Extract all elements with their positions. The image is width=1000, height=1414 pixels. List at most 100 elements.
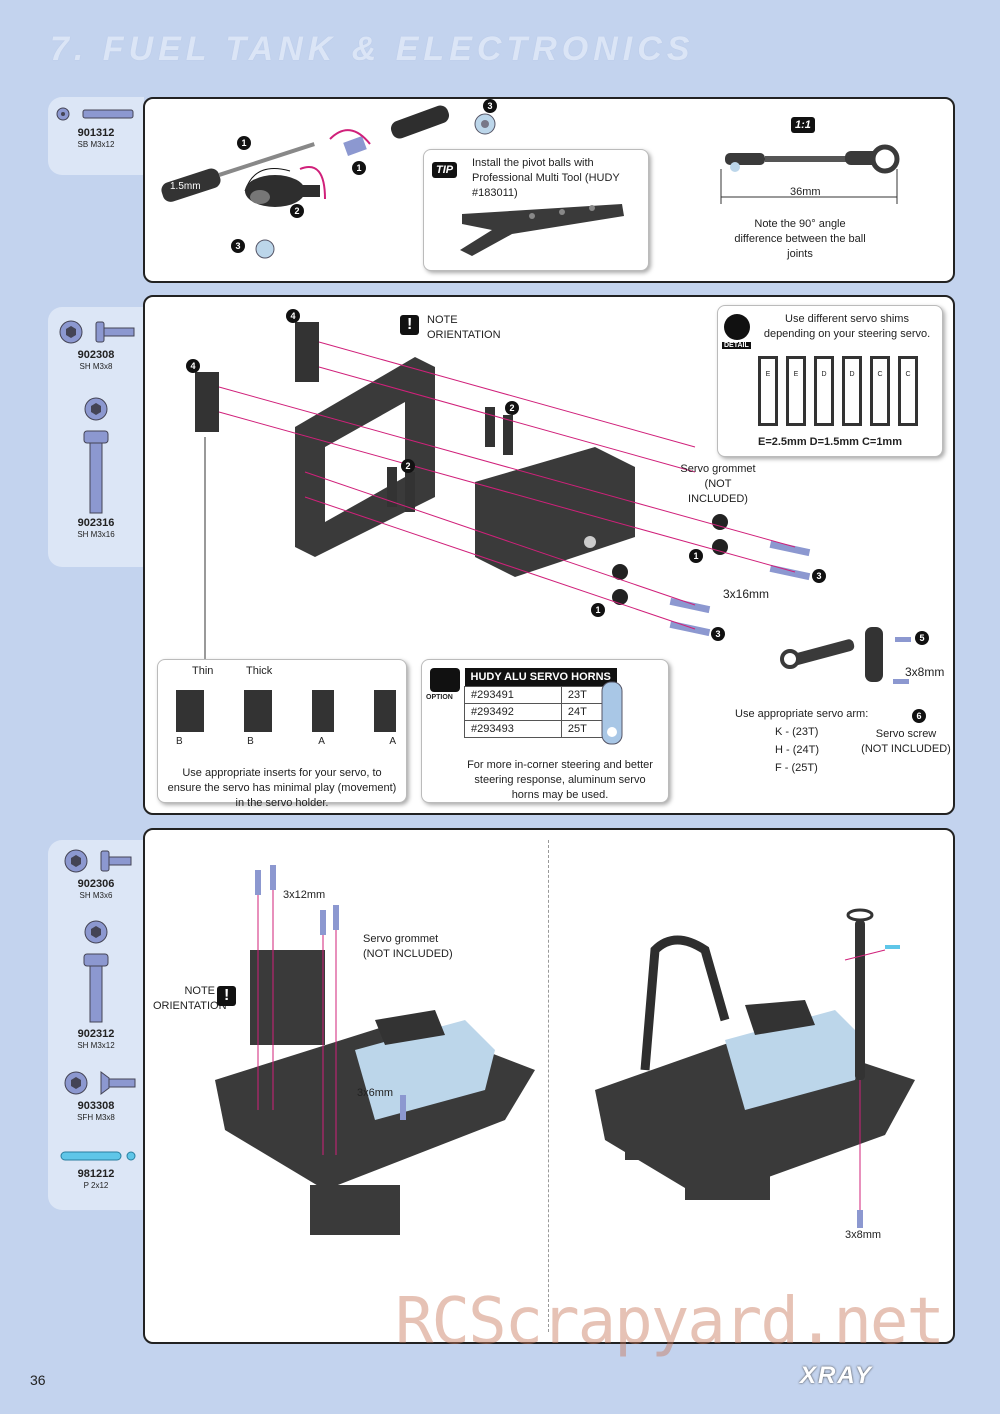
part-spec: SFH M3x8: [77, 1113, 115, 1122]
alu-servo-horn-icon: [601, 681, 623, 745]
servo-arm-option: H - (24T): [775, 744, 819, 756]
step2-parts-sidebar: 902308 SH M3x8 902316 SH M3x16: [48, 307, 144, 567]
option-text: For more in-corner steering and better s…: [467, 759, 653, 801]
step1-panel: 1.5mm 1 1 2 3 3 TIP Install the pivot ba…: [143, 97, 955, 283]
step1-parts-sidebar: 901312 SB M3x12: [48, 97, 144, 175]
step-marker: 4: [186, 359, 200, 373]
servo-arm-label: Use appropriate servo arm:: [735, 708, 869, 720]
pin-icon: [60, 1151, 136, 1161]
ball-joint-assembly-illustration: 1.5mm: [161, 105, 450, 259]
step-marker: 2: [401, 459, 415, 473]
part-number: 902312: [77, 1028, 115, 1040]
servo-mount-exploded-illustration: [195, 322, 811, 692]
page-title: 7. FUEL TANK & ELECTRONICS: [50, 30, 695, 68]
scale-badge: 1:1: [791, 117, 815, 133]
note-orientation-label: NOTE ORIENTATION: [427, 314, 501, 341]
pivot-ball-screw-icon: [56, 107, 134, 121]
part-902306: 902306 SH M3x6: [48, 846, 144, 901]
servo-grommet-label: Servo grommet (NOT INCLUDED): [680, 463, 756, 505]
warning-icon: !: [400, 315, 420, 335]
step-marker: 3: [812, 569, 826, 583]
step-marker: 1: [237, 136, 251, 150]
screw-3x6-label: 3x6mm: [357, 1087, 394, 1099]
insert-letter: A: [318, 736, 325, 747]
part-number: 901312: [77, 127, 115, 139]
part-902312: 902312 SH M3x12: [48, 918, 144, 1051]
thumbs-up-icon: [430, 668, 460, 692]
page-number: 36: [30, 1372, 46, 1388]
screw-3x16-label: 3x16mm: [723, 587, 770, 601]
flat-head-screw-icon: [64, 1071, 136, 1095]
servo-arm-option: F - (25T): [775, 762, 818, 774]
detail-magnifier-icon: [724, 314, 750, 340]
part-number: 902308: [77, 349, 115, 361]
linkage-length: 36mm: [790, 186, 821, 198]
warning-icon: !: [217, 986, 237, 1006]
shim: D: [842, 356, 862, 426]
watermark: RCScrapyard.net: [395, 1285, 945, 1359]
socket-head-screw-icon: [59, 320, 135, 344]
angle-note: Note the 90° angle difference between th…: [734, 218, 866, 260]
servo-arm-option: K - (23T): [775, 726, 819, 738]
insert-letters-row: B B A A: [176, 736, 396, 747]
panel-divider: [548, 840, 549, 1332]
pivot-ball-icon: [474, 113, 496, 135]
step-marker: 2: [290, 204, 304, 218]
part-number: 902316: [77, 517, 115, 529]
servo-horn-with-linkage-illustration: [780, 627, 911, 684]
step-marker: 1: [689, 549, 703, 563]
part-981212: 981212 P 2x12: [48, 1146, 144, 1191]
insert-letter: B: [176, 736, 183, 747]
socket-head-screw-icon: [64, 849, 132, 873]
step3-parts-sidebar: 902306 SH M3x6 902312 SH M3x12 903308 SF…: [48, 840, 144, 1210]
tip-text: Install the pivot balls with Professiona…: [472, 157, 620, 199]
part-spec: SB M3x12: [77, 140, 115, 149]
part-903308: 903308 SFH M3x8: [48, 1068, 144, 1123]
servo-shims-detail-box: DETAIL Use different servo shims dependi…: [717, 305, 943, 457]
table-header: HUDY ALU SERVO HORNS: [464, 668, 617, 687]
tip-badge: TIP: [432, 162, 458, 178]
step-marker: 3: [231, 239, 245, 253]
brand-logo: XRAY: [800, 1362, 873, 1389]
step-marker: 3: [711, 627, 725, 641]
step-marker: 2: [505, 401, 519, 415]
step3-panel: 3x12mm Servo grommet (NOT INCLUDED) NOTE…: [143, 828, 955, 1344]
screw-3x12-label: 3x12mm: [283, 889, 326, 901]
shim-sizes: E=2.5mm D=1.5mm C=1mm: [758, 436, 902, 448]
option-badge: OPTION: [426, 694, 453, 701]
shim: C: [870, 356, 890, 426]
insert-letter: A: [389, 736, 396, 747]
part-spec: SH M3x6: [79, 891, 113, 900]
part-number: 902306: [77, 878, 115, 890]
socket-head-long-screw-icon: [83, 397, 109, 514]
servo-inserts-box: Thin Thick B B A A Use appropriate inser…: [157, 659, 407, 809]
part-901312: 901312 SB M3x12: [48, 103, 144, 150]
tip-box: TIP Install the pivot balls with Profess…: [423, 149, 649, 271]
servo-screw-label: Servo screw (NOT INCLUDED): [861, 728, 951, 755]
part-number: 903308: [77, 1100, 115, 1112]
multi-tool-icon: [460, 204, 624, 256]
step-marker: 5: [915, 631, 929, 645]
servo-grommet-label: Servo grommet (NOT INCLUDED): [363, 933, 453, 960]
part-902316: 902316 SH M3x16: [48, 395, 144, 540]
screw-3x8-label: 3x8mm: [905, 665, 945, 679]
shim: D: [814, 356, 834, 426]
inserts-row: [176, 690, 396, 750]
step2-panel: 4 4 2 2 1 1 3 3 5 6 ! NOTE ORIENTATION D…: [143, 295, 955, 815]
chassis-with-antenna-mount-illustration: [595, 908, 915, 1228]
part-902308: 902308 SH M3x8: [48, 317, 144, 372]
step-marker: 1: [352, 161, 366, 175]
insert-thin-label: Thin: [192, 665, 214, 677]
shim: E: [786, 356, 806, 426]
part-number: 981212: [77, 1168, 115, 1180]
step-marker: 1: [591, 603, 605, 617]
detail-badge: DETAIL: [722, 342, 751, 349]
part-spec: SH M3x8: [79, 362, 113, 371]
detail-text: Use different servo shims depending on y…: [763, 313, 931, 340]
socket-head-long-screw-icon: [83, 920, 109, 1023]
shim: C: [898, 356, 918, 426]
step-marker: 6: [912, 709, 926, 723]
linkage-1to1-illustration: [720, 144, 900, 204]
